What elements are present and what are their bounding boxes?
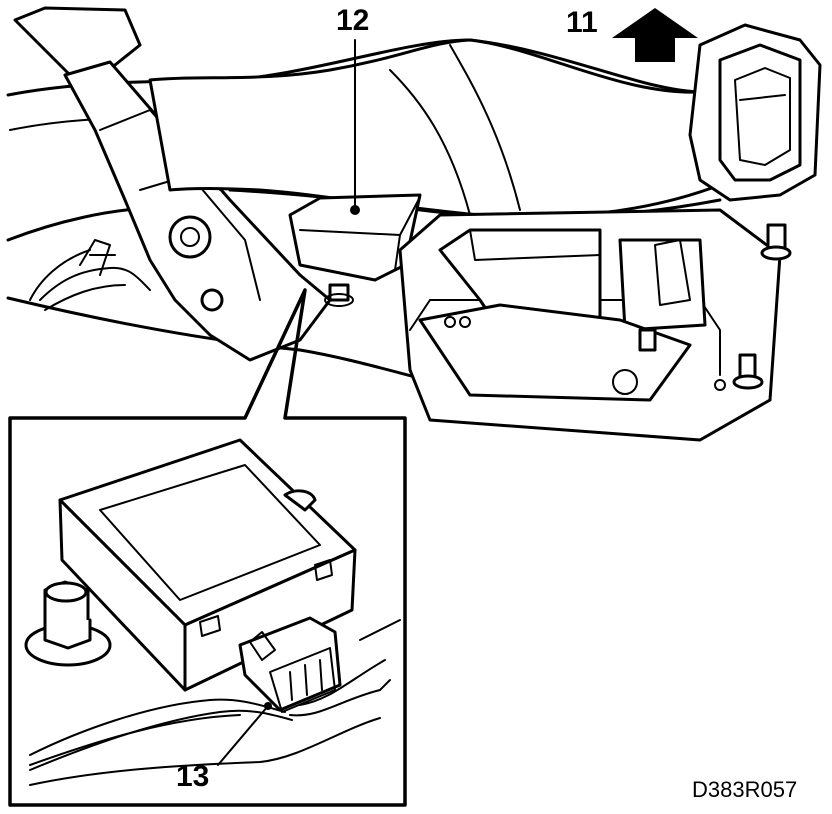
inset-wires [29,619,401,786]
control-module-12 [288,39,422,282]
callout-label-11: 11 [566,6,598,39]
figure-reference-code: D383R057 [692,777,797,802]
air-duct [148,23,822,220]
callout-dot-12 [350,205,360,215]
leader-line-13 [217,705,269,766]
forward-arrow-icon [612,8,698,62]
detail-inset [8,288,407,807]
seat-rail-bracket [13,6,332,362]
callout-label-13: 13 [176,760,209,793]
wiring-harness [39,239,151,311]
callout-label-12: 12 [336,4,369,37]
gear-selector-assembly [324,208,792,442]
inset-control-unit [24,438,357,692]
inset-connector-13 [217,616,342,766]
